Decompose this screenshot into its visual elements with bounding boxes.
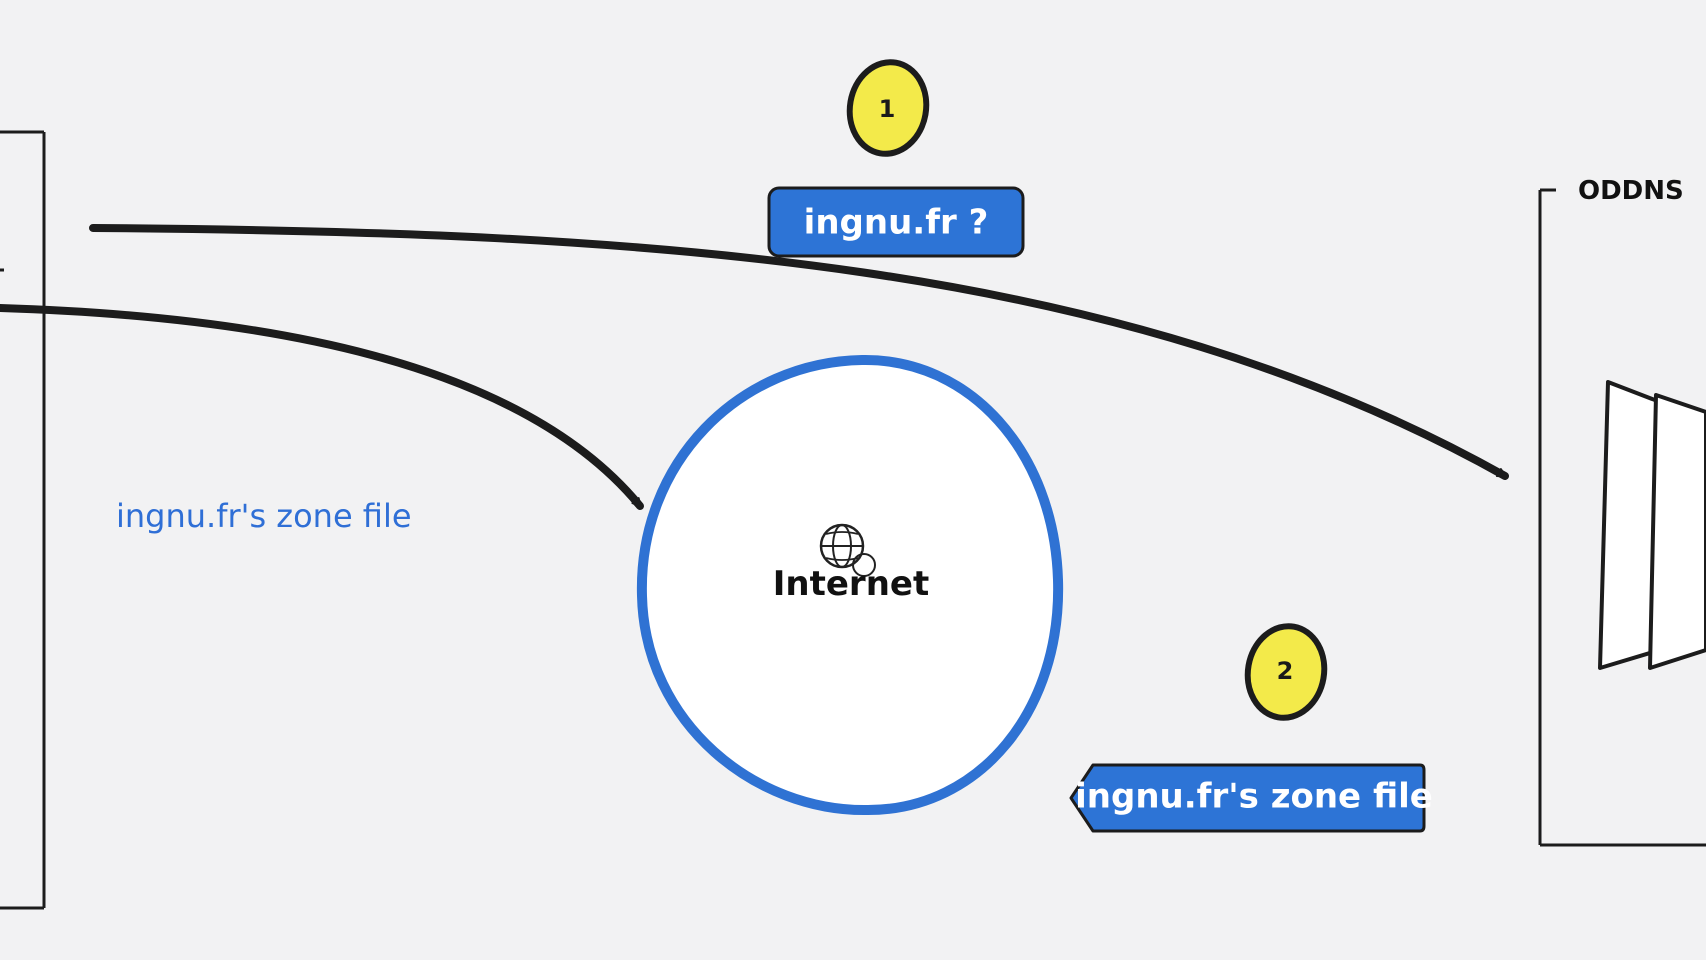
left-frame — [0, 130, 46, 910]
globe-icon — [819, 523, 876, 577]
arrow-query-to-oddns — [89, 224, 1509, 480]
right-frame-title: ODDNS — [1578, 176, 1684, 206]
response-label: ingnu.fr's zone file — [1075, 777, 1433, 817]
step-2-badge: 2 — [1244, 623, 1328, 721]
arrow-to-internet — [0, 304, 644, 510]
query-label: ingnu.fr ? — [804, 203, 989, 243]
query-pill: ingnu.fr ? — [767, 186, 1025, 258]
internet-node: Internet — [636, 354, 1064, 816]
response-pill: ingnu.fr's zone file — [1069, 763, 1433, 833]
left-zone-file-annotation: ingnu.fr's zone file — [116, 497, 412, 535]
step-2-number: 2 — [1277, 657, 1294, 685]
internet-label: Internet — [773, 564, 929, 604]
step-1-badge: 1 — [846, 59, 930, 157]
step-1-number: 1 — [879, 95, 896, 123]
right-frame-oddns: ODDNS — [1538, 176, 1706, 847]
server-stack — [1598, 380, 1706, 670]
